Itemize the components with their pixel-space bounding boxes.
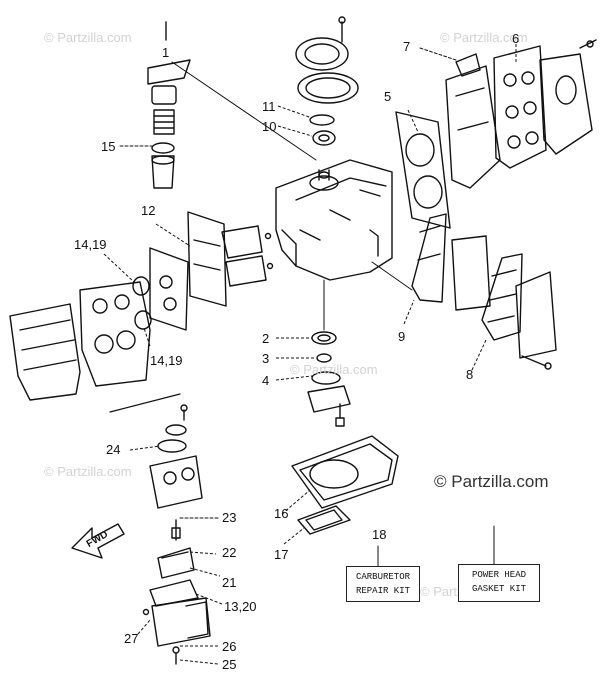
carburetor-repair-kit-box: CARBURETOR REPAIR KIT: [346, 566, 420, 602]
callout-3: 3: [262, 351, 270, 366]
callout-23: 23: [222, 510, 237, 525]
watermark-text: © Partzilla.com: [44, 464, 132, 479]
brand-watermark: © Partzilla.com: [434, 472, 549, 491]
callout-10: 10: [262, 119, 277, 134]
callout-22: 22: [222, 545, 237, 560]
callout-13-20: 13,20: [224, 599, 257, 614]
seal-14-19-bottom: [134, 310, 152, 330]
oil-seal-11: [309, 114, 335, 126]
watermark-text: © Partzilla.com: [44, 30, 132, 45]
oil-seal-10: [312, 130, 336, 146]
callout-4: 4: [262, 373, 270, 388]
callout-11: 11: [262, 99, 276, 114]
gasket-16: [291, 435, 399, 509]
cover-gasket-9: [411, 213, 491, 311]
top-gasket-set: [295, 16, 359, 104]
seal-2: [311, 331, 337, 345]
carb-float-assembly: [149, 404, 203, 541]
callout-21: 21: [222, 575, 237, 590]
kit-label-line: GASKET KIT: [471, 584, 526, 595]
exhaust-gasket: [395, 111, 451, 229]
gasket-17: [297, 505, 351, 535]
power-head-gasket-kit-box: POWER HEAD GASKET KIT: [458, 564, 540, 602]
callout-5: 5: [384, 89, 392, 104]
fuel-pump-assembly: [147, 21, 191, 189]
callout-12: 12: [141, 203, 156, 218]
callout-2: 2: [262, 331, 270, 346]
kit-label-line: POWER HEAD: [471, 570, 526, 580]
callout-9: 9: [398, 329, 406, 344]
kit-label-line: REPAIR KIT: [355, 586, 410, 597]
fwd-arrow-icon: [71, 523, 125, 559]
callout-25: 25: [222, 657, 237, 672]
carb-bowl-assembly: [142, 547, 211, 665]
callout-15: 15: [101, 139, 116, 154]
intake-manifold: [149, 211, 274, 331]
washer-3: [316, 353, 332, 363]
callout-8: 8: [466, 367, 474, 382]
carburetor-body: [9, 281, 151, 401]
watermark-text: © Partzilla.com: [290, 362, 378, 377]
kit-label-line: CARBURETOR: [355, 572, 410, 582]
callout-27: 27: [124, 631, 139, 646]
callout-14-19-top: 14,19: [74, 237, 107, 252]
callout-18: 18: [372, 527, 387, 542]
callout-24: 24: [106, 442, 121, 457]
seal-14-19-top: [132, 276, 150, 296]
callout-14-19-bottom: 14,19: [150, 353, 183, 368]
callout-26: 26: [222, 639, 237, 654]
leader-line: [171, 61, 317, 161]
cylinder-block: [275, 159, 393, 281]
watermark-text: © Partzilla.com: [440, 30, 528, 45]
callout-7: 7: [403, 39, 411, 54]
callout-6: 6: [512, 31, 520, 46]
housing-4: [307, 371, 351, 427]
exhaust-cover: [445, 39, 597, 189]
callout-1: 1: [162, 45, 170, 60]
callout-17: 17: [274, 547, 289, 562]
callout-16: 16: [274, 506, 289, 521]
cover-gasket-8: [481, 253, 557, 370]
